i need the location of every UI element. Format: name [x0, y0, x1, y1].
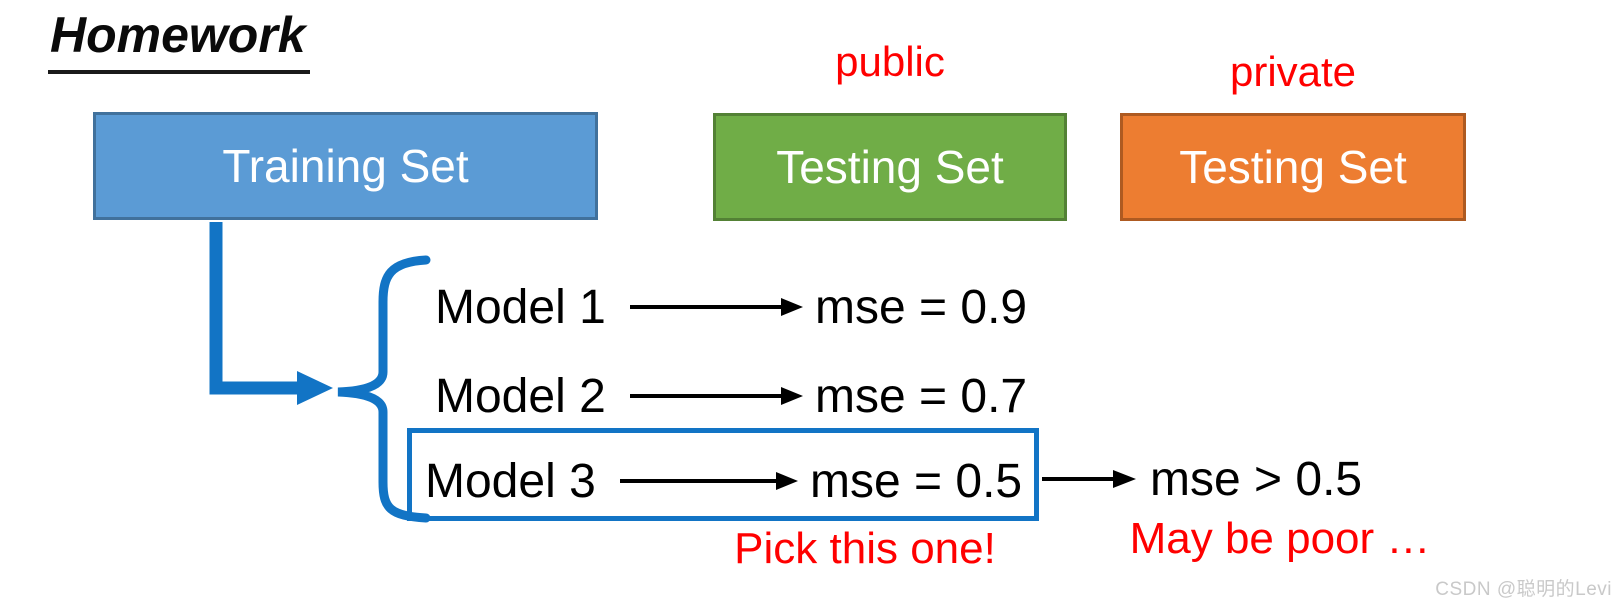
- model-row-2: Model 2 mse = 0.7: [435, 366, 1027, 426]
- models-group-brace-icon: [337, 255, 431, 523]
- public-testing-set-box: Testing Set: [713, 113, 1067, 221]
- public-testing-set-label: Testing Set: [776, 141, 1004, 193]
- model-2-arrow-icon: [630, 387, 803, 405]
- model-2-public-mse: mse = 0.7: [815, 369, 1028, 423]
- poor-annotation: May be poor …: [1129, 514, 1431, 563]
- model-1-name: Model 1: [435, 280, 606, 334]
- model-1-public-mse: mse = 0.9: [815, 280, 1028, 334]
- slide-title: Homework: [48, 6, 310, 74]
- private-label: private: [1229, 48, 1357, 95]
- picked-model-highlight-rect: [407, 428, 1039, 521]
- training-set-label: Training Set: [222, 140, 469, 192]
- training-set-box: Training Set: [93, 112, 598, 220]
- model-3-name: Model 3: [425, 454, 596, 508]
- private-mse-value: mse > 0.5: [1150, 452, 1363, 506]
- model-1-arrow-icon: [630, 298, 803, 316]
- model-2-name: Model 2: [435, 369, 606, 423]
- training-to-models-arrow-icon: [209, 222, 333, 405]
- private-testing-set-box: Testing Set: [1120, 113, 1466, 221]
- model-3-public-mse: mse = 0.5: [810, 454, 1023, 508]
- pick-annotation: Pick this one!: [734, 524, 996, 573]
- model-row-1: Model 1 mse = 0.9: [435, 277, 1027, 337]
- model-row-3: Model 3 mse = 0.5: [425, 451, 1022, 511]
- private-testing-set-label: Testing Set: [1179, 141, 1407, 193]
- csdn-watermark: CSDN @聪明的Levi: [1435, 579, 1612, 600]
- public-label: public: [835, 38, 945, 85]
- picked-to-private-arrow-icon: [1042, 470, 1136, 488]
- model-3-arrow-icon: [620, 472, 798, 490]
